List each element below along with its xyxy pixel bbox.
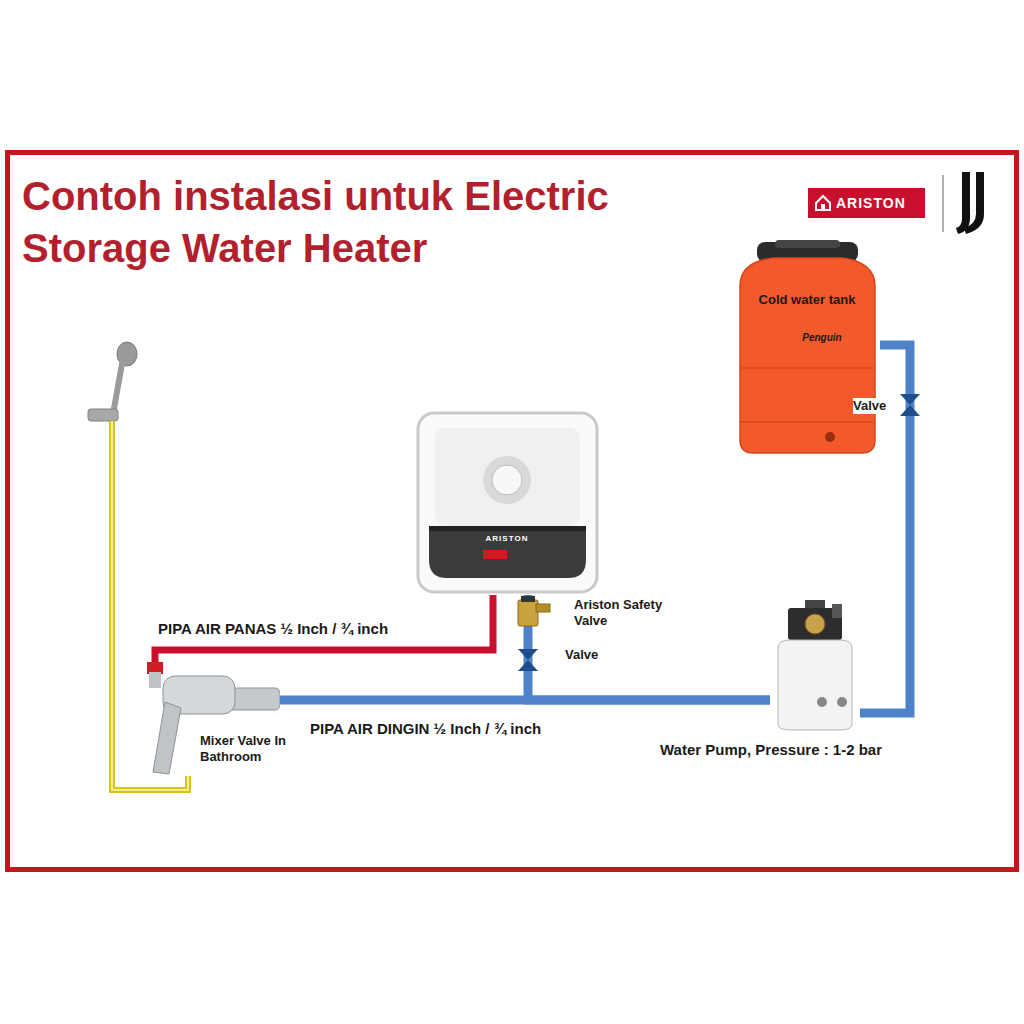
pump-label: Water Pump, Pressure : 1-2 bar bbox=[660, 740, 892, 759]
house-icon bbox=[814, 194, 832, 212]
safety-valve bbox=[536, 604, 550, 612]
cold-pipe bbox=[528, 595, 770, 700]
logo-badge: ARISTON bbox=[808, 188, 925, 218]
shower-hose bbox=[112, 421, 188, 790]
mixer-label: Mixer Valve In Bathroom bbox=[200, 733, 300, 765]
tank-label: Cold water tank bbox=[757, 292, 857, 308]
brand-label: Penguin bbox=[787, 332, 857, 344]
shower-arm bbox=[113, 364, 122, 414]
water-tank-shape bbox=[735, 240, 880, 455]
water-heater: ARISTON bbox=[415, 410, 600, 595]
safety-valve bbox=[521, 596, 535, 602]
diagram-title: Contoh instalasi untuk Electric Storage … bbox=[22, 170, 722, 274]
water-pump: Water Pump, Pressure : 1-2 bar bbox=[770, 598, 860, 732]
valve-symbol bbox=[518, 649, 538, 671]
brand-label: ARISTON bbox=[457, 534, 557, 544]
valve-symbol bbox=[900, 394, 920, 416]
mixer-valve: Mixer Valve In Bathroom bbox=[135, 662, 280, 777]
water-heater-shape bbox=[415, 410, 600, 595]
pipe-label: Valve bbox=[853, 398, 886, 414]
water-pump-shape bbox=[770, 598, 860, 732]
safety-valve bbox=[518, 600, 538, 626]
part-label: Ariston Safety Valve bbox=[574, 597, 666, 629]
j-logo bbox=[956, 172, 970, 234]
water-tank: Cold water tankPenguin bbox=[735, 240, 880, 455]
shower-hose bbox=[112, 421, 188, 790]
hot-pipe bbox=[155, 595, 493, 662]
j-logo bbox=[964, 172, 984, 234]
shower-bracket bbox=[88, 409, 118, 421]
pipe-label: Valve bbox=[565, 647, 598, 663]
pipe-label: PIPA AIR DINGIN ½ Inch / ¾ inch bbox=[310, 720, 541, 738]
pipe-label: PIPA AIR PANAS ½ Inch / ¾ inch bbox=[158, 620, 388, 638]
logo-divider bbox=[942, 175, 944, 232]
logo-text: ARISTON bbox=[836, 194, 906, 212]
